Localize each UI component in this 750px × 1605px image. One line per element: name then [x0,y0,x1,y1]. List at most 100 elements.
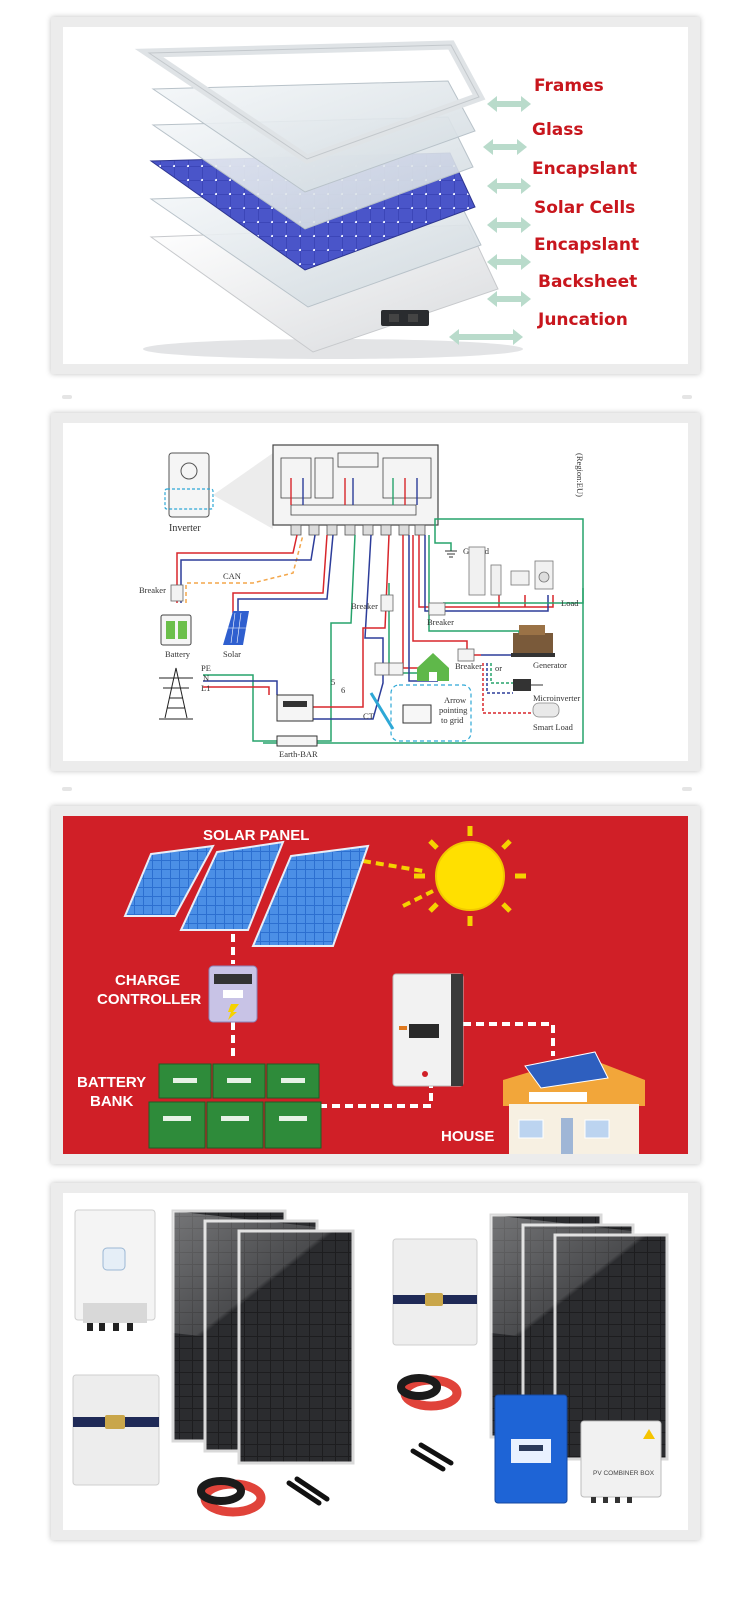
panel-products-card: PV COMBINER BOX [51,1183,700,1540]
mc4-connector-icon-right [410,1442,454,1472]
layer-label-frames: Frames [534,76,604,96]
panel-wiring-card: Inverter [51,413,700,771]
arrow-icon [487,254,531,270]
label-breaker-gen: Breaker [455,661,482,671]
sun-icon [414,826,526,926]
label-combiner-box: PV COMBINER BOX [593,1470,655,1477]
inverter-thumbnail [168,452,210,518]
connection-lines [231,934,555,1108]
layer-label-encapsulant-upper: Encapslant [532,159,638,179]
breaker-gen-icon [457,648,475,662]
cable-coil-icon-left [197,1477,266,1517]
solar-panel-shape [123,844,215,917]
panel-system-card [51,806,700,1164]
label-solar-panel: SOLAR PANEL [203,827,310,844]
solar-panel-shape [251,844,370,947]
inverter-terminal-box [272,444,439,526]
solar-panels-left [171,1209,355,1465]
label-can: CAN [223,571,241,581]
label-charge-controller-line2: CONTROLLER [97,991,202,1008]
breaker-load-icon [428,602,446,616]
meter-icon [276,694,314,722]
arrow-icon [449,329,523,345]
separator-dot [62,787,72,791]
cable-coil-icon-right [397,1374,462,1411]
panel-layers-card [51,17,700,374]
breaker-house-icon [374,662,390,676]
label-or: or [495,663,502,673]
label-microinverter: Microinverter [533,693,580,703]
generator-icon [511,625,555,657]
inverter-icon [392,973,464,1087]
microinverter-icon [513,679,543,691]
separator-dot [682,787,692,791]
mc4-connector-icon-left [286,1476,330,1506]
grid-tower-icon [159,667,193,720]
cable-glands [290,524,426,536]
house-icon [417,653,449,681]
ct-arrow-box [390,684,472,742]
label-battery-bank-line2: BANK [90,1093,134,1110]
arrow-icon [487,291,531,307]
arrow-icon [483,139,527,155]
label-solar: Solar [223,649,241,659]
house-illustration [503,1051,645,1154]
layer-label-glass: Glass [532,120,584,140]
arrow-icon [487,178,531,194]
label-breaker-left: Breaker [139,585,166,595]
smart-load-icon [532,702,560,718]
products-illustration: PV COMBINER BOX [72,1209,669,1517]
appliances-icon [468,546,554,596]
solar-panels-group [123,840,370,947]
label-arrow-1: Arrow [444,695,467,705]
breaker-mid-icon [380,594,394,612]
system-illustration [123,826,645,1154]
panel-products: PV COMBINER BOX [63,1193,688,1530]
terminal-wires [290,478,418,505]
label-wire-5: 5 [331,677,335,687]
wiring-diagram: Inverter [139,444,585,759]
solar-panel-shape [179,840,285,931]
zoom-wedge [213,453,273,529]
solar-panel-icon [223,611,249,645]
label-pe: PE [201,663,211,673]
layer-label-junction: Juncation [538,310,628,330]
arrow-icon [487,217,531,233]
label-n: N [203,673,209,683]
breaker-left-icon [170,584,184,602]
label-charge-controller-line1: CHARGE [115,972,181,989]
layer-arrows [449,96,531,345]
panel-wiring: Inverter [63,423,688,761]
charge-controller-icon [208,965,258,1023]
separator-dot [62,395,72,399]
label-load: Load [561,598,579,608]
label-generator: Generator [533,660,567,670]
label-battery-bank-line1: BATTERY [77,1074,147,1091]
battery-cabinet-icon-right [392,1238,478,1346]
label-breaker-mid: Breaker [351,601,378,611]
label-wire-6: 6 [341,685,345,695]
layer-label-solar-cells: Solar Cells [534,198,636,218]
battery-cabinet-icon-left [72,1374,160,1486]
label-smart-load: Smart Load [533,722,574,732]
layers-illustration [134,40,531,359]
panel-layers [63,27,688,364]
label-inverter: Inverter [169,523,201,534]
layer-label-encapsulant-lower: Encapslant [534,235,640,255]
ground-icon [445,550,457,558]
panel-system [63,816,688,1154]
earth-bar-icon [276,735,318,747]
label-l1: L1 [201,683,210,693]
module-shadow [143,339,523,359]
grid-tie-inverter-icon [494,1394,568,1504]
label-ct: CT [363,711,375,721]
hybrid-inverter-icon [74,1209,156,1331]
separator-dot [682,395,692,399]
battery-bank-icon [148,1063,322,1149]
junction-box-shape [381,310,429,326]
layer-label-backsheet: Backsheet [538,272,638,292]
label-house: HOUSE [441,1128,495,1145]
label-earth-bar: Earth-BAR [279,749,318,759]
breaker-house-icon-2 [388,662,404,676]
ct-clamp-icon [402,704,432,724]
